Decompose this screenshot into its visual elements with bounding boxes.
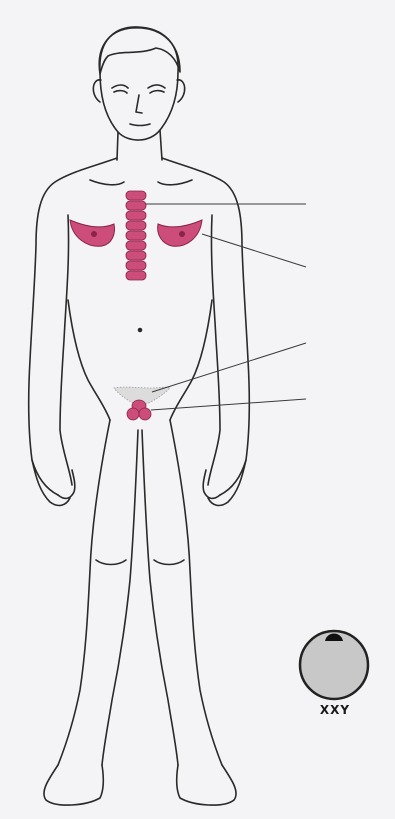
hair (99, 28, 180, 74)
callout-breasts (202, 234, 306, 267)
karyotype-label: XXY (300, 703, 370, 717)
left-foot (44, 765, 103, 805)
right-leg (170, 420, 222, 765)
head (100, 27, 178, 140)
windpipe (126, 191, 146, 280)
left-inner-arm (60, 215, 72, 485)
xxy-cell (300, 631, 368, 699)
right-hand (203, 460, 246, 505)
right-foot (177, 765, 236, 805)
left-breast (70, 220, 115, 246)
right-inner-arm (208, 215, 220, 485)
callout-pubic-hair (152, 343, 306, 392)
left-leg (58, 420, 110, 765)
callout-genitals (151, 399, 306, 410)
right-breast (158, 220, 202, 246)
